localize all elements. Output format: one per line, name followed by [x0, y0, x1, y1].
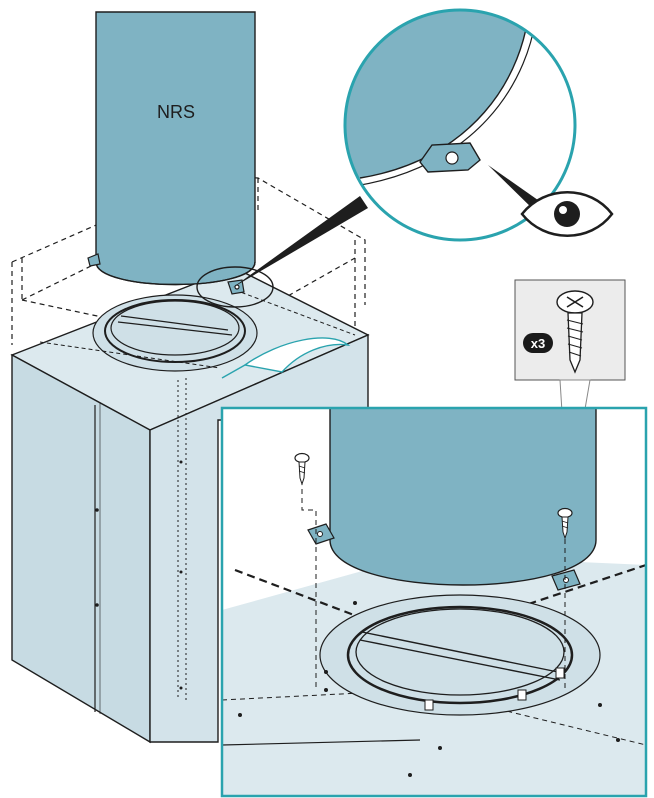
nrs-label: NRS — [157, 102, 195, 122]
eye-icon — [520, 191, 614, 237]
screw-icon — [556, 290, 594, 374]
screw-count-label: x3 — [531, 336, 545, 351]
screw-left — [294, 452, 310, 486]
screw-right — [557, 507, 573, 540]
housing-right-face — [149, 333, 369, 743]
count-badge — [523, 333, 553, 353]
magnifier-detail — [343, 8, 614, 242]
zoom-callout-swoosh — [243, 337, 351, 373]
duct-tabs — [87, 253, 245, 295]
nrs-duct-detail — [329, 408, 597, 586]
mounting-ring — [92, 294, 258, 372]
nrs-duct — [95, 11, 256, 286]
eye-pointer — [488, 165, 545, 214]
mounting-ring-detail — [319, 594, 601, 716]
zoom-panel — [220, 406, 648, 798]
panel-dots — [95, 460, 183, 690]
main-scene: NRS — [10, 11, 370, 744]
magnifier-callout-wedge — [232, 196, 368, 288]
